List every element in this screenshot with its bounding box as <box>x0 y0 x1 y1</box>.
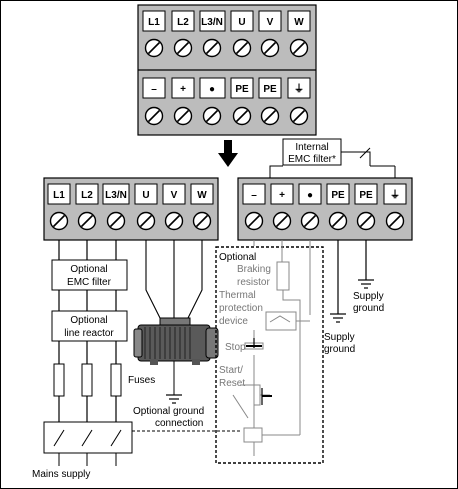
top-terminal-pe2: PE <box>263 84 277 95</box>
top-terminal-l1: L1 <box>148 17 160 28</box>
top-terminal-block: L1 L2 L3/N U V W – + ● PE PE ⏚ <box>137 4 317 136</box>
right-terminal-plus: + <box>279 190 285 201</box>
top-terminal-l3n: L3/N <box>201 17 223 28</box>
svg-text:EMC filter*: EMC filter* <box>288 154 336 165</box>
mains-supply-label: Mains supply <box>32 469 90 480</box>
svg-text:Thermal: Thermal <box>219 290 256 301</box>
left-terminal-l1: L1 <box>53 190 65 201</box>
top-terminal-u: U <box>238 17 245 28</box>
top-terminal-ground: ⏚ <box>294 83 304 95</box>
motor-icon <box>133 317 219 404</box>
svg-text:Internal: Internal <box>295 142 328 153</box>
left-terminal-block: L1 L2 L3/N U V W <box>43 177 219 241</box>
right-terminal-pe2: PE <box>359 190 373 201</box>
fuses: Fuses <box>53 363 155 397</box>
svg-text:Optional: Optional <box>70 315 107 326</box>
top-terminal-v: V <box>267 17 274 28</box>
top-terminal-pe1: PE <box>235 84 249 95</box>
svg-text:Reset: Reset <box>219 378 245 389</box>
supply-grounds: Supply ground Supply ground <box>324 240 384 355</box>
left-terminal-u: U <box>142 190 149 201</box>
fuses-label: Fuses <box>128 375 155 386</box>
top-row2-labels: – + ● PE PE ⏚ <box>142 77 311 99</box>
svg-text:Optional: Optional <box>70 264 107 275</box>
optional-emc-filter: Optional EMC filter <box>51 259 128 291</box>
svg-text:Stop: Stop <box>225 342 246 353</box>
optional-ground-connection: Optional ground connection <box>133 406 204 429</box>
left-terminal-l2: L2 <box>81 190 93 201</box>
left-terminal-w: W <box>197 190 207 201</box>
mains-supply-switch: Mains supply <box>32 421 242 480</box>
top-terminal-minus: – <box>151 84 157 95</box>
supply-ground-label-a: Supply <box>353 291 384 302</box>
right-terminal-pe1: PE <box>331 190 345 201</box>
svg-text:connection: connection <box>155 418 203 429</box>
optional-line-reactor: Optional line reactor <box>51 310 128 342</box>
supply-ground-label-b: Supply <box>324 332 355 343</box>
right-terminal-block: – + ● PE PE ⏚ <box>237 177 413 241</box>
right-terminal-minus: – <box>251 190 257 201</box>
optional-label: Optional <box>219 252 256 263</box>
internal-emc-filter: Internal EMC filter* <box>269 138 396 178</box>
svg-text:Optional ground: Optional ground <box>133 406 204 417</box>
top-row1-labels: L1 L2 L3/N U V W <box>142 10 311 32</box>
svg-text:EMC filter: EMC filter <box>67 277 112 288</box>
svg-text:ground: ground <box>353 303 384 314</box>
svg-text:protection: protection <box>219 303 263 314</box>
svg-text:ground: ground <box>324 344 355 355</box>
motor-wiring <box>145 240 203 319</box>
svg-text:line reactor: line reactor <box>64 328 114 339</box>
left-terminal-l3n: L3/N <box>105 190 127 201</box>
svg-text:resistor: resistor <box>237 277 270 288</box>
right-terminal-ground: ⏚ <box>390 189 400 201</box>
svg-text:Start/: Start/ <box>219 365 243 376</box>
left-terminal-v: V <box>171 190 178 201</box>
top-terminal-plus: + <box>180 84 186 95</box>
svg-text:Braking: Braking <box>237 264 271 275</box>
top-terminal-l2: L2 <box>177 17 189 28</box>
top-terminal-w: W <box>294 17 304 28</box>
top-terminal-dot: ● <box>209 84 215 95</box>
right-terminal-dot: ● <box>307 190 313 201</box>
optional-braking-circuit: Optional Braking resistor Thermal protec… <box>215 240 324 464</box>
svg-text:device: device <box>219 316 248 327</box>
control-switches <box>246 338 272 405</box>
down-arrow-icon <box>218 140 238 167</box>
